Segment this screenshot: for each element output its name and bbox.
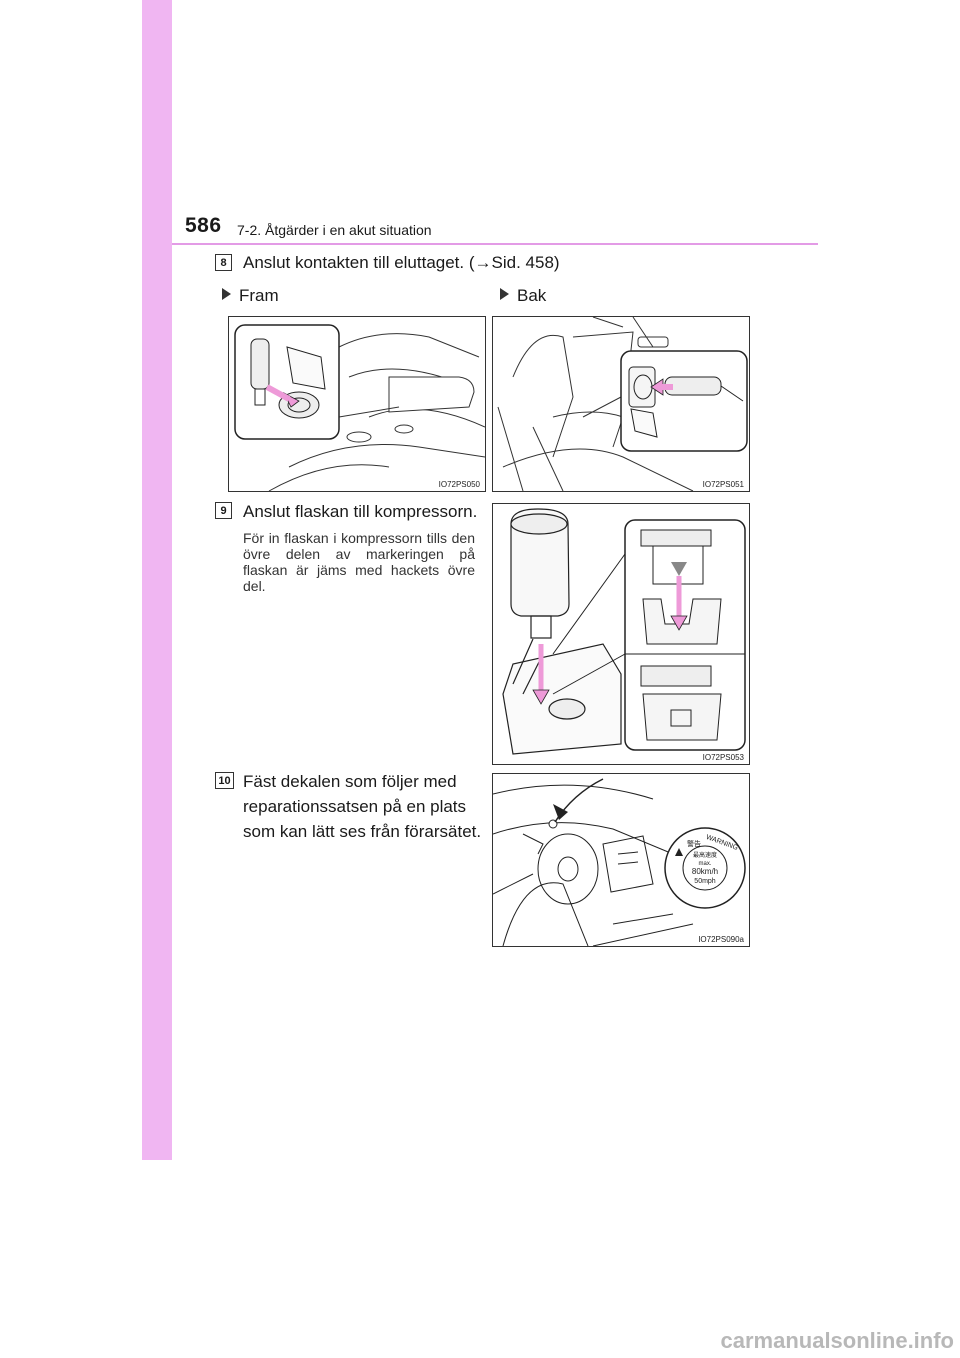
substep-front-label: Fram xyxy=(239,286,279,305)
figure-code-3: IO72PS053 xyxy=(701,753,745,762)
dashboard-illustration xyxy=(493,778,694,946)
step-badge-10: 10 xyxy=(215,772,234,789)
figure-sticker-location: 警告 WARNING 最高速度 max. 80km/h 50mph IO72PS… xyxy=(492,773,750,947)
step-8-text: Anslut kontakten till eluttaget. (→Sid. … xyxy=(243,253,560,272)
step-badge-9: 9 xyxy=(215,502,232,519)
triangle-bullet-icon xyxy=(222,288,231,300)
step-9-note: För in flaskan i kompressorn tills den ö… xyxy=(243,530,475,594)
step-badge-8: 8 xyxy=(215,254,232,271)
triangle-bullet-icon xyxy=(500,288,509,300)
watermark: carmanualsonline.info xyxy=(720,1328,955,1353)
sticker-jp-warning: 警告 xyxy=(687,839,701,848)
sticker-max: max. xyxy=(698,861,711,867)
rear-socket-illustration xyxy=(497,317,748,491)
warning-sticker: 警告 WARNING 最高速度 max. 80km/h 50mph xyxy=(664,827,746,909)
warning-triangle-icon xyxy=(675,848,683,856)
step-9-text: Anslut flaskan till kompressorn. xyxy=(243,502,478,521)
figure-code-1: IO72PS050 xyxy=(437,480,481,489)
sticker-mph: 50mph xyxy=(694,878,716,885)
figure-rear-socket: IO72PS051 xyxy=(492,316,750,492)
substep-front: Fram xyxy=(222,286,279,306)
sticker-kmh: 80km/h xyxy=(692,867,718,876)
figure-front-socket: IO72PS050 xyxy=(228,316,486,492)
bottle-compressor-illustration xyxy=(502,508,746,755)
step-10-line-1: Fäst dekalen som följer med xyxy=(243,772,457,791)
substep-rear-label: Bak xyxy=(517,286,547,305)
step-10-line-2: reparationssatsen på en plats xyxy=(243,797,467,816)
section-title: 7-2. Åtgärder i en akut situation xyxy=(237,222,432,238)
figure-code-2: IO72PS051 xyxy=(701,480,745,489)
chapter-tab-sidebar xyxy=(142,0,172,1160)
substep-rear: Bak xyxy=(500,286,546,306)
header-divider xyxy=(172,243,818,245)
step-10-line-3: som kan lätt ses från förarsätet. xyxy=(243,822,482,841)
front-socket-illustration xyxy=(234,324,485,491)
page-number: 586 xyxy=(185,214,222,237)
figure-bottle-compressor: IO72PS053 xyxy=(492,503,750,765)
figure-code-4: IO72PS090a xyxy=(697,935,745,944)
sticker-jp-speed: 最高速度 xyxy=(693,851,717,859)
